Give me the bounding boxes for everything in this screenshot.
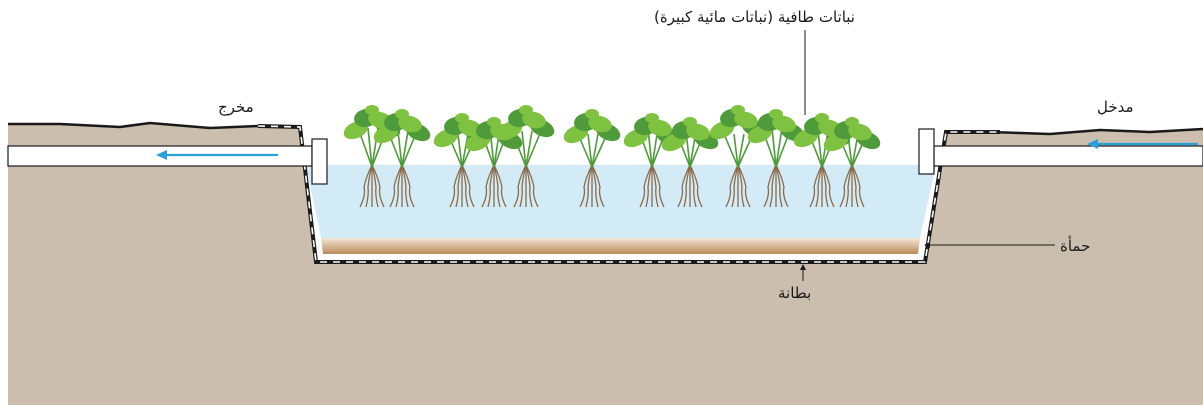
- water-body: [306, 165, 936, 238]
- label-floating-plants: نباتات طافية (نباتات مائية كبيرة): [654, 8, 855, 26]
- label-inlet: مدخل: [1097, 98, 1134, 116]
- sludge-layer: [321, 238, 920, 254]
- label-outlet: مخرج: [218, 98, 254, 116]
- label-liner: بطانة: [778, 284, 811, 302]
- ground-right: [946, 129, 1203, 405]
- label-sludge: حمأة: [1060, 237, 1090, 255]
